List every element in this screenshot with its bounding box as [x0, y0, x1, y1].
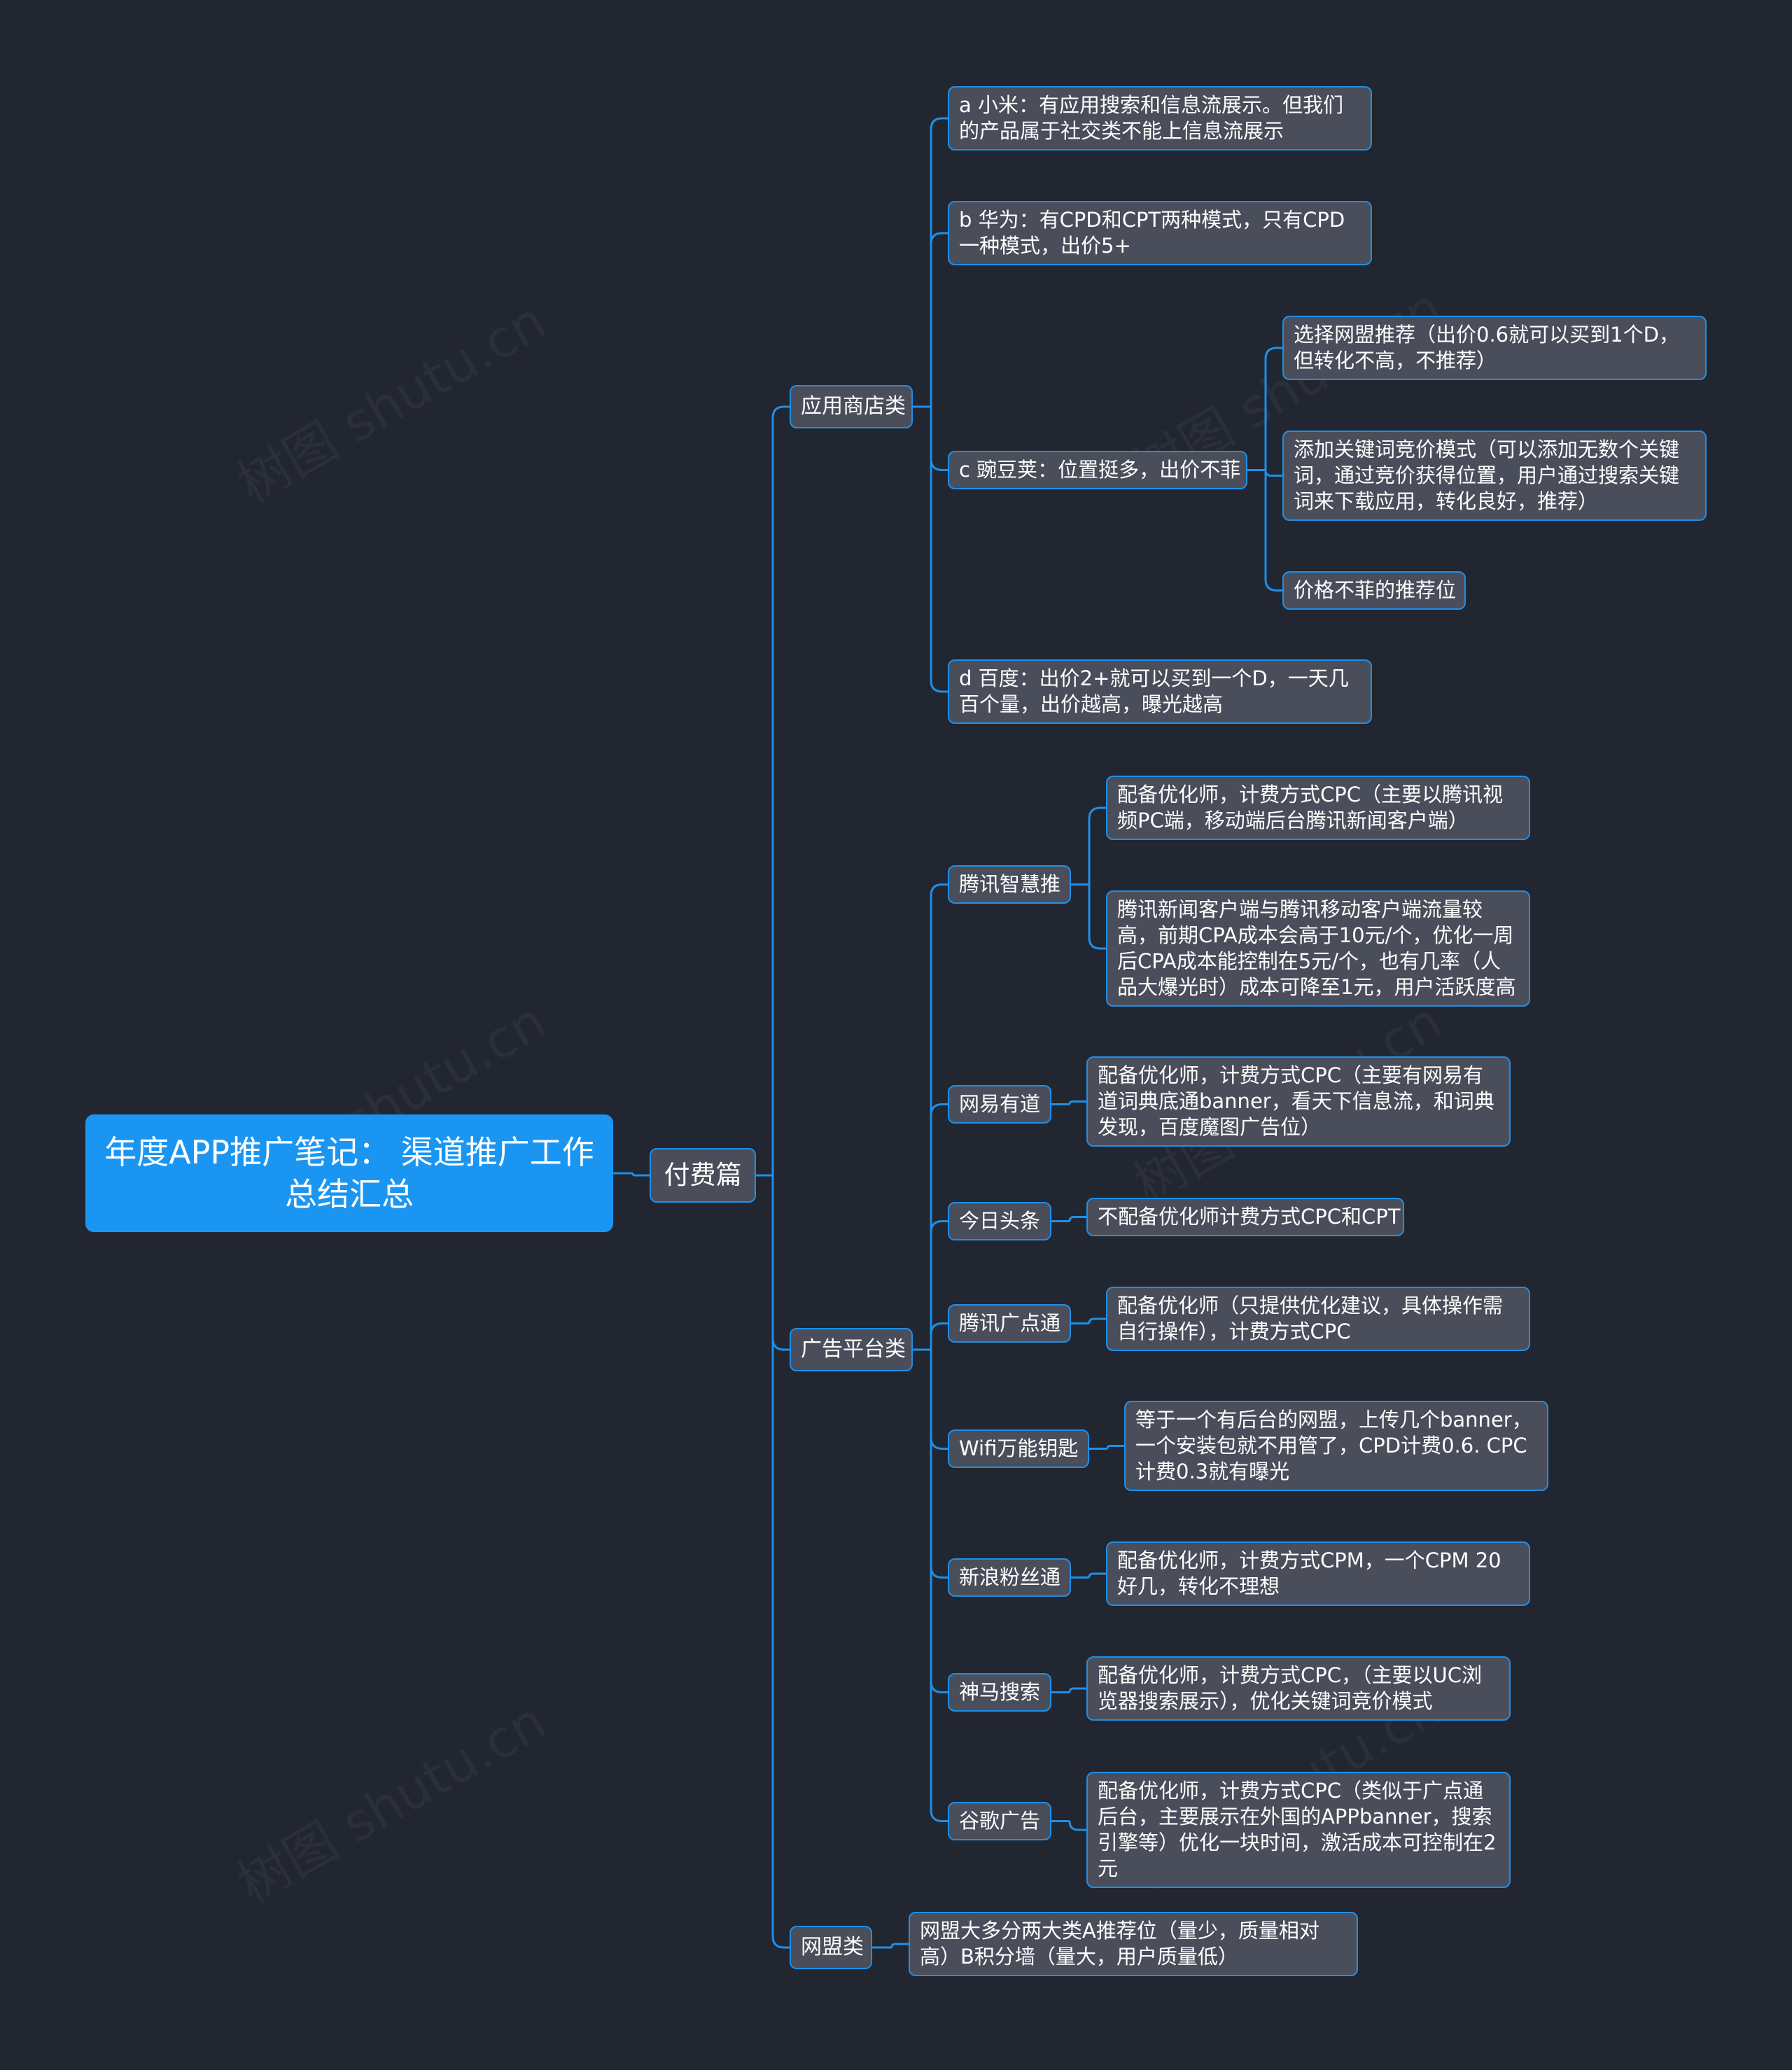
ad-platform-item-sina[interactable]: 新浪粉丝通	[948, 1558, 1071, 1597]
ad-network-item[interactable]: 网盟大多分两大类A推荐位（量少，质量相对高）B积分墙（量大，用户质量低）	[909, 1912, 1358, 1976]
connector	[1088, 806, 1106, 885]
connector	[930, 407, 948, 693]
app-store-item-wandoujia[interactable]: c 豌豆荚：位置挺多，出价不菲	[948, 451, 1247, 489]
tencent-smart-detail-optimizer[interactable]: 配备优化师，计费方式CPC（主要以腾讯视频PC端，移动端后台腾讯新闻客户端）	[1106, 776, 1530, 840]
connector	[930, 407, 948, 471]
connector	[1068, 1821, 1086, 1831]
wandoujia-detail-network[interactable]: 选择网盟推荐（出价0.6就可以买到1个D，但转化不高，不推荐）	[1282, 316, 1707, 380]
wifi-detail[interactable]: 等于一个有后台的网盟，上传几个banner，一个安装包就不用管了，CPD计费0.…	[1124, 1401, 1548, 1491]
ad-platform-item-tencent-smart[interactable]: 腾讯智慧推	[948, 865, 1071, 904]
gdt-detail[interactable]: 配备优化师（只提供优化建议，具体操作需自行操作），计费方式CPC	[1106, 1287, 1530, 1351]
connector	[1088, 1317, 1106, 1324]
connector	[1068, 1687, 1086, 1693]
root-node[interactable]: 年度APP推广笔记： 渠道推广工作总结汇总	[85, 1114, 613, 1232]
category-ad-network[interactable]: 网盟类	[790, 1926, 872, 1969]
connector	[1264, 470, 1282, 477]
connector	[930, 1350, 948, 1579]
sina-detail[interactable]: 配备优化师，计费方式CPM，一个CPM 20好几，转化不理想	[1106, 1541, 1530, 1606]
connector	[1264, 470, 1282, 592]
branch-node-paid[interactable]: 付费篇	[650, 1148, 756, 1203]
connector	[771, 405, 790, 1175]
app-store-item-huawei[interactable]: b 华为：有CPD和CPT两种模式，只有CPD一种模式，出价5+	[948, 201, 1372, 265]
connector	[930, 1220, 948, 1350]
connector	[930, 1350, 948, 1450]
connector	[930, 1350, 948, 1822]
connector	[890, 1943, 909, 1948]
connector	[1264, 347, 1282, 470]
wandoujia-detail-keyword[interactable]: 添加关键词竞价模式（可以添加无数个关键词，通过竞价获得位置，用户通过搜索关键词来…	[1282, 431, 1707, 521]
toutiao-detail[interactable]: 不配备优化师计费方式CPC和CPT	[1086, 1198, 1404, 1236]
shenma-detail[interactable]: 配备优化师，计费方式CPC，（主要以UC浏览器搜索展示），优化关键词竞价模式	[1086, 1656, 1511, 1721]
connector	[1068, 1100, 1086, 1105]
app-store-item-xiaomi[interactable]: a 小米：有应用搜索和信息流展示。但我们的产品属于社交类不能上信息流展示	[948, 86, 1372, 151]
ad-platform-item-shenma[interactable]: 神马搜索	[948, 1673, 1051, 1712]
ad-platform-item-google[interactable]: 谷歌广告	[948, 1802, 1051, 1840]
tencent-smart-detail-traffic[interactable]: 腾讯新闻客户端与腾讯移动客户端流量较高，前期CPA成本会高于10元/个，优化一周…	[1106, 890, 1530, 1007]
google-detail[interactable]: 配备优化师，计费方式CPC（类似于广点通后台，主要展示在外国的APPbanner…	[1086, 1772, 1511, 1888]
connector	[1068, 1216, 1086, 1222]
ad-platform-item-netease-youdao[interactable]: 网易有道	[948, 1085, 1051, 1124]
connector	[930, 232, 948, 407]
connector	[631, 1173, 650, 1177]
connector	[1106, 1445, 1124, 1449]
ad-platform-item-gdt[interactable]: 腾讯广点通	[948, 1304, 1071, 1343]
connector	[930, 117, 948, 407]
netease-youdao-detail[interactable]: 配备优化师，计费方式CPC（主要有网易有道词典底通banner，看天下信息流，和…	[1086, 1056, 1511, 1147]
connector	[1088, 1572, 1106, 1578]
connector	[930, 883, 948, 1350]
connector	[1088, 884, 1106, 950]
category-app-store[interactable]: 应用商店类	[790, 385, 913, 428]
connector	[771, 1175, 790, 1351]
wandoujia-detail-premium[interactable]: 价格不菲的推荐位	[1282, 571, 1466, 610]
category-ad-platform[interactable]: 广告平台类	[790, 1328, 913, 1371]
ad-platform-item-wifi[interactable]: Wifi万能钥匙	[948, 1429, 1089, 1468]
connector	[930, 1350, 948, 1693]
connector	[930, 1322, 948, 1350]
ad-platform-item-toutiao[interactable]: 今日头条	[948, 1202, 1051, 1240]
app-store-item-baidu[interactable]: d 百度：出价2+就可以买到一个D，一天几百个量，出价越高，曝光越高	[948, 659, 1372, 724]
connector	[930, 1103, 948, 1350]
connector	[771, 1175, 790, 1949]
